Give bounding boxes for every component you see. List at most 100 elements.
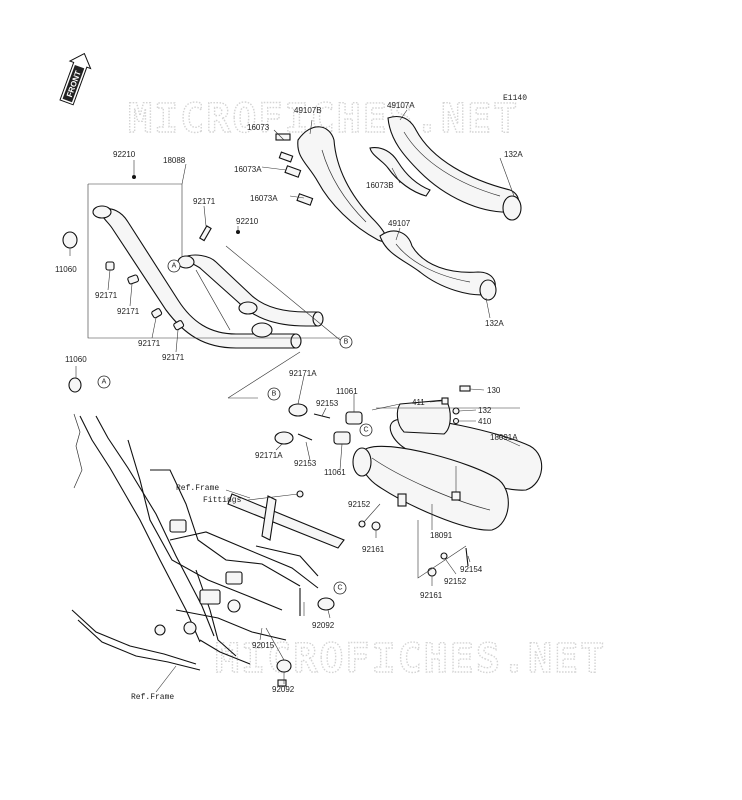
part-label: 92092 (272, 685, 295, 694)
nut-132 (452, 407, 460, 415)
muffler-bracket (397, 493, 407, 507)
clamp-16073A (296, 193, 314, 206)
clamp-16073A (284, 165, 302, 178)
watermark-bottom: MICROFICHES.NET (215, 636, 606, 682)
washer-410 (452, 417, 460, 425)
part-label: 410 (478, 417, 492, 426)
part-label: 92153 (294, 459, 317, 468)
part-label: Fittings (203, 496, 242, 505)
svg-text:B: B (344, 339, 349, 346)
connector-marker: C (333, 581, 347, 595)
connector-marker: B (339, 335, 353, 349)
svg-text:C: C (363, 427, 368, 434)
stud-92210 (132, 175, 136, 179)
bolt-92154 (465, 547, 469, 567)
part-label: 132 (478, 406, 492, 415)
damper-92092 (317, 597, 335, 611)
part-label: 92152 (348, 500, 371, 509)
part-label: 92210 (236, 217, 259, 226)
gasket-11060 (68, 377, 82, 393)
connector-marker: A (167, 259, 181, 273)
heat-cover-49107 (379, 230, 496, 296)
part-label: 130 (487, 386, 501, 395)
part-label: 11060 (65, 355, 87, 364)
part-label: 92092 (312, 621, 335, 630)
clamp-16073 (278, 151, 294, 163)
connector-marker: B (267, 387, 281, 401)
muffler-inlet (352, 447, 372, 477)
part-label: 16073A (234, 165, 262, 174)
part-label: 92171 (95, 291, 118, 300)
part-label: 16073A (250, 194, 278, 203)
damper-92092 (276, 659, 292, 673)
part-label: 18088 (163, 156, 186, 165)
part-label: 411 (412, 398, 425, 407)
part-label: 92015 (252, 641, 275, 650)
bolt-130 (459, 385, 471, 392)
part-label: 132A (504, 150, 523, 159)
bolt-92153 (297, 433, 313, 441)
cover-end-ring (502, 195, 522, 221)
part-label: 92171 (193, 197, 216, 206)
part-label: 92152 (444, 577, 467, 586)
part-label: 92171A (289, 369, 317, 378)
muffler-18091 (359, 445, 509, 531)
part-label: 92171A (255, 451, 283, 460)
nut-92171 (173, 320, 185, 331)
nut-92171 (199, 225, 212, 242)
part-label: 92153 (316, 399, 339, 408)
part-label: 18091A (490, 433, 518, 442)
part-label: 92161 (420, 591, 443, 600)
nut-92171 (127, 274, 140, 285)
muffler-bracket (451, 491, 461, 501)
part-label: 92154 (460, 565, 483, 574)
part-label: 11061 (336, 387, 358, 396)
part-label: 92161 (362, 545, 385, 554)
nut-92171 (105, 261, 115, 271)
collar (277, 679, 287, 687)
part-label: 92210 (113, 150, 136, 159)
part-label: 92171 (162, 353, 185, 362)
svg-text:A: A (102, 379, 107, 386)
muffler-18091A (389, 399, 543, 491)
part-label: Ref.Frame (131, 693, 174, 702)
washer-92152 (440, 552, 448, 560)
clamp-16073-top (275, 133, 291, 141)
part-label: Ref.Frame (176, 484, 219, 493)
connector-marker: A (97, 375, 111, 389)
part-label: 92171 (117, 307, 140, 316)
gasket-11060 (62, 231, 78, 249)
part-label: 18091 (430, 531, 453, 540)
part-label: 16073B (366, 181, 394, 190)
part-label: 11060 (55, 265, 77, 274)
part-label: 49107A (387, 101, 415, 110)
part-label: 16073 (247, 123, 270, 132)
nut-92171 (151, 308, 163, 319)
clamp-92171A (274, 403, 308, 445)
part-label: 49107 (388, 219, 411, 228)
part-label: 11061 (324, 468, 346, 477)
part-label: 92171 (138, 339, 161, 348)
part-label: 49107B (294, 106, 322, 115)
washer-92152 (358, 520, 366, 528)
svg-text:A: A (172, 263, 177, 270)
muffler-bracket-92015 (227, 493, 345, 549)
nut-92161 (371, 521, 381, 531)
gasket-11061 (333, 431, 351, 445)
cover-end-ring (479, 279, 497, 301)
connector-markers: A B C A B C (97, 259, 373, 595)
nut-92161 (427, 567, 437, 577)
leader-lines (69, 109, 521, 693)
gasket-11061 (345, 411, 363, 425)
exhaust-pipe-18088 (92, 205, 324, 349)
connector-marker: C (359, 423, 373, 437)
svg-text:B: B (272, 391, 277, 398)
heat-cover-16073B (369, 147, 431, 197)
front-arrow-icon: FRONT (59, 52, 92, 106)
svg-text:C: C (337, 585, 342, 592)
part-label: 132A (485, 319, 504, 328)
part-labels: 49107B 49107A 16073 16073A 16073A 16073B… (55, 101, 523, 702)
frame (71, 413, 319, 671)
diagram-code: E1140 (503, 94, 527, 103)
